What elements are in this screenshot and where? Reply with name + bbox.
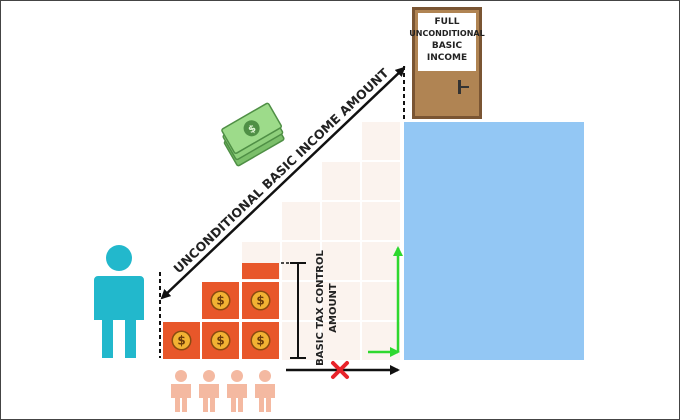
svg-text:$: $	[216, 294, 224, 308]
red-x-icon	[331, 361, 349, 379]
ghost-tile	[322, 242, 360, 280]
tax-control-label-line-1: BASIC TAX CONTROL	[315, 250, 326, 366]
door-label-line-3: BASIC	[432, 41, 463, 51]
tax-tile: $	[242, 282, 279, 319]
tax-tile: $	[202, 322, 239, 359]
svg-text:$: $	[177, 334, 185, 348]
ghost-tile	[362, 282, 400, 320]
tax-tile: $	[242, 322, 279, 359]
door-label-line-4: INCOME	[427, 53, 467, 63]
door-label-line-2: UNCONDITIONAL	[409, 29, 484, 38]
dollar-coin-icon: $	[210, 290, 231, 311]
group-person-icon	[199, 370, 219, 412]
dollar-coin-icon: $	[171, 330, 192, 351]
ghost-tile	[362, 202, 400, 240]
ghost-tile	[322, 202, 360, 240]
tax-control-label-line-2: AMOUNT	[328, 283, 339, 333]
tax-tile-partial	[242, 263, 279, 279]
ghost-tile	[362, 162, 400, 200]
door-icon: FULL UNCONDITIONAL BASIC INCOME	[409, 7, 485, 119]
tax-tile: $	[202, 282, 239, 319]
ghost-tile	[282, 202, 320, 240]
tax-tile: $	[163, 322, 200, 359]
door-label-line-1: FULL	[435, 17, 460, 27]
ghost-tile	[282, 322, 320, 360]
door-sign	[418, 13, 476, 71]
tax-control-tiles: $ $ $ $ $	[163, 263, 279, 359]
dollar-coin-icon: $	[210, 330, 231, 351]
ghost-tile	[362, 322, 400, 360]
full-income-block	[404, 122, 584, 360]
group-person-icon	[171, 370, 191, 412]
svg-text:$: $	[247, 123, 259, 136]
svg-text:$: $	[216, 334, 224, 348]
ghost-tile	[322, 322, 360, 360]
tax-control-bracket	[281, 262, 306, 359]
ghost-tile	[362, 122, 400, 160]
ghost-tile	[362, 242, 400, 280]
person-icon	[94, 245, 144, 358]
ghost-tile	[322, 162, 360, 200]
dollar-coin-icon: $	[250, 330, 271, 351]
group-person-icon	[227, 370, 247, 412]
people-group-icon	[171, 370, 275, 412]
svg-text:$: $	[256, 334, 264, 348]
ubi-amount-arrow	[160, 66, 406, 300]
dollar-coin-icon: $	[250, 290, 271, 311]
group-person-icon	[255, 370, 275, 412]
svg-text:$: $	[256, 294, 264, 308]
door-handle	[458, 80, 461, 94]
money-icon: $	[221, 102, 285, 167]
